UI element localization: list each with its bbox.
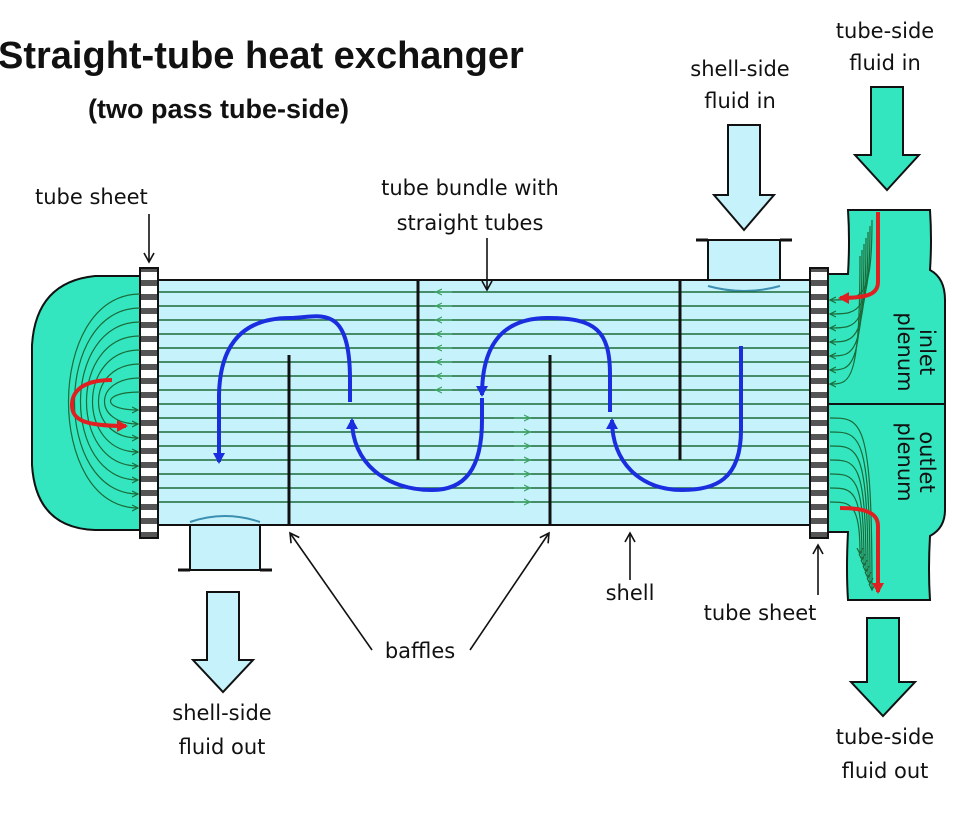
baffles-leader-2 (469, 531, 550, 651)
tube-flow-arrows (436, 292, 530, 502)
shell-flow-arrow (606, 346, 743, 493)
label-tube-bundle: straight tubes (397, 211, 544, 235)
return-flow-line (91, 349, 141, 452)
label-shell-side-in: fluid in (704, 89, 776, 113)
baffles-leader-1 (289, 531, 373, 651)
return-flow-line (86, 335, 141, 466)
label-baffles: baffles (385, 639, 455, 663)
shell-flow-arrow (476, 315, 612, 412)
inlet-flow-line (830, 243, 865, 356)
shell-outlet-nozzle (189, 524, 261, 571)
return-plenum-arrow (69, 378, 128, 432)
label-outlet-plenum: plenum (893, 422, 917, 501)
outlet-flow-line (829, 445, 868, 578)
inlet-plenum-head (827, 209, 946, 405)
label-shell: shell (606, 581, 655, 605)
inlet-flow-line (830, 231, 869, 328)
tube-inlet-block-arrow (852, 86, 922, 192)
label-tube-sheet-left: tube sheet (35, 185, 148, 209)
return-flow-line (109, 391, 141, 410)
shell-flow-arrow (213, 314, 352, 464)
diagram-subtitle: (two pass tube-side) (88, 94, 349, 124)
plenum-flow-lines (68, 219, 872, 590)
outlet-flow-line (829, 473, 864, 566)
shell-inlet-block-arrow (711, 124, 777, 232)
return-flow-line (68, 293, 141, 508)
outlet-plenum-arrow (839, 506, 884, 594)
return-flow-line (74, 307, 141, 494)
return-flow-line (79, 321, 141, 480)
label-tube-side-in: fluid in (849, 51, 921, 75)
tube-outlet-block-arrow (848, 617, 918, 718)
label-tube-bundle: tube bundle with (381, 176, 559, 200)
label-tube-side-out: fluid out (842, 759, 929, 783)
label-tube-sheet-right: tube sheet (704, 601, 817, 625)
label-outlet-plenum: outlet (915, 431, 939, 492)
inlet-plenum-arrow (838, 212, 880, 304)
outlet-flow-line (829, 459, 866, 572)
label-shell-side-in: shell-side (690, 57, 789, 81)
return-flow-line (97, 363, 141, 438)
inlet-flow-line (830, 255, 861, 384)
diagram-title: Straight-tube heat exchanger (0, 35, 524, 77)
label-tube-side-in: tube-side (836, 19, 934, 43)
label-tube-side-out: tube-side (836, 725, 934, 749)
outlet-flow-line (829, 431, 870, 584)
shell-inlet-meniscus (707, 285, 781, 292)
shell-inlet-nozzle (707, 239, 781, 281)
label-shell-side-out: shell-side (172, 701, 271, 725)
tube-sheet-left-plate (139, 267, 159, 539)
label-shell-side-out: fluid out (179, 735, 266, 759)
outlet-flow-line (829, 487, 862, 560)
label-inlet-plenum: inlet (915, 329, 939, 375)
label-inlet-plenum: plenum (893, 312, 917, 391)
tube-sheet-right-plate (809, 267, 829, 539)
outlet-flow-line (829, 417, 872, 590)
shell-flow-arrow (346, 398, 484, 493)
shell-outlet-meniscus (189, 515, 261, 523)
shell-outlet-block-arrow (190, 591, 256, 694)
inlet-flow-line (830, 249, 863, 370)
